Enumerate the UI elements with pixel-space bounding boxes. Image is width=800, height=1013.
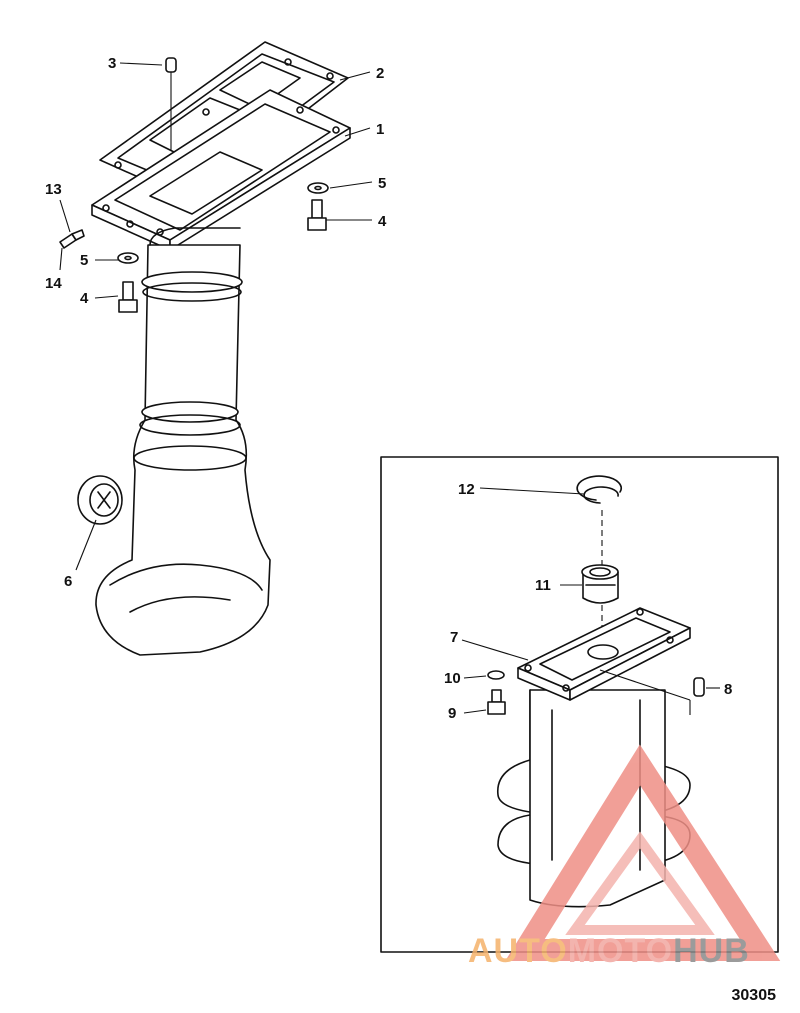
callout-1: 1 [376, 121, 384, 138]
figure-number: 30305 [731, 987, 777, 1004]
watermark-hub: HUB [673, 932, 750, 970]
callout-12: 12 [458, 481, 475, 498]
callout-10: 10 [444, 670, 461, 687]
watermark-auto: AUTO [468, 932, 568, 970]
retaining-ring-part-12 [576, 475, 622, 565]
callout-4-left: 4 [80, 290, 89, 307]
callout-5-right: 5 [378, 175, 386, 192]
callout-6: 6 [64, 573, 72, 590]
callout-7: 7 [450, 629, 458, 646]
washer-part-5-right [307, 182, 329, 194]
callout-5-left: 5 [80, 252, 88, 269]
dowel-pin-part-3 [165, 57, 177, 150]
callout-11: 11 [535, 577, 551, 594]
screw-part-4-left [118, 281, 138, 313]
callout-9: 9 [448, 705, 456, 722]
grommet-part-6 [77, 475, 123, 525]
callout-3: 3 [108, 55, 116, 72]
nut-part-11 [581, 564, 619, 640]
leader-lines [59, 62, 720, 714]
washer-part-5-left [117, 252, 139, 264]
driveshaft-housing [95, 227, 271, 656]
screw-part-9 [487, 689, 506, 715]
svg-text:AUTOMOTOHUB: AUTOMOTOHUB [468, 932, 750, 970]
callout-13: 13 [45, 181, 62, 198]
washer-part-10 [487, 670, 505, 680]
pin-part-8 [599, 669, 705, 715]
callout-2: 2 [376, 65, 384, 82]
callout-14: 14 [45, 275, 62, 292]
screw-part-4-right [307, 199, 327, 231]
adapter-plate [91, 89, 351, 251]
callout-4-right: 4 [378, 213, 387, 230]
watermark-logo: AUTOMOTOHUB [468, 744, 781, 970]
watermark-moto: MOTO [568, 932, 673, 970]
callout-8: 8 [724, 681, 732, 698]
fitting-part-13-14 [59, 229, 85, 249]
